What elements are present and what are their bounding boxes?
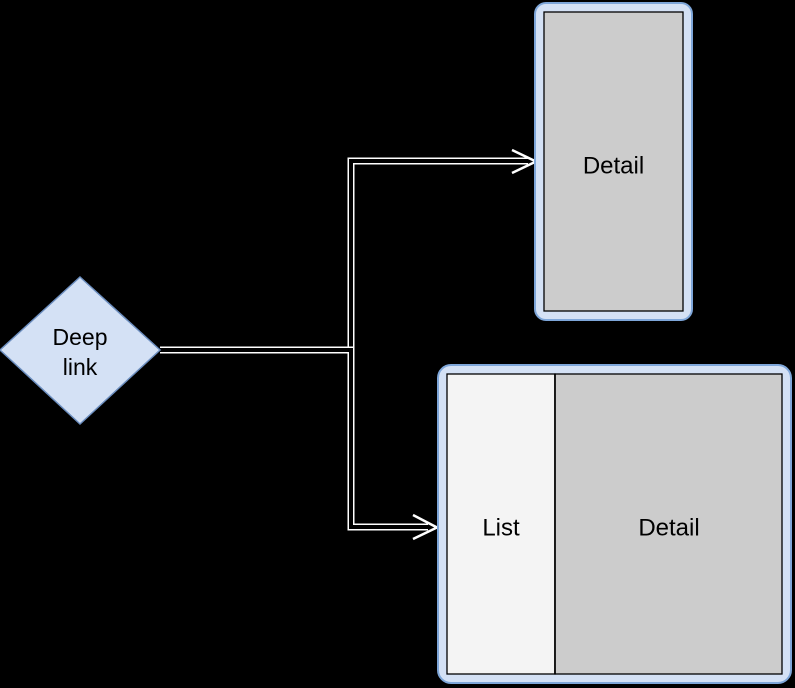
- list-pane[interactable]: [446, 373, 556, 675]
- list-pane-label: List: [482, 514, 520, 541]
- node-list-detail-tablet[interactable]: List Detail: [437, 364, 792, 684]
- edge-deep-link-to-list-detail: [160, 346, 440, 541]
- edge-detail-inner-core: [160, 159, 528, 352]
- edge-detail-outer-stroke: [160, 157, 528, 354]
- deep-link-label-line2: link: [63, 354, 98, 380]
- detail-pane[interactable]: [554, 373, 783, 675]
- edge-deep-link-to-detail: [160, 148, 539, 354]
- deep-link-label-line1: Deep: [53, 324, 108, 350]
- edge-list-detail-outer-stroke: [160, 346, 428, 531]
- deep-link-diamond-shape[interactable]: [0, 275, 162, 426]
- edge-list-detail-inner-core: [160, 348, 428, 529]
- node-detail-phone[interactable]: Detail: [534, 2, 693, 321]
- detail-phone-screen[interactable]: [543, 11, 684, 312]
- detail-pane-label: Detail: [638, 514, 699, 541]
- node-deep-link[interactable]: Deep link: [0, 275, 162, 426]
- detail-phone-screen-label: Detail: [583, 152, 644, 179]
